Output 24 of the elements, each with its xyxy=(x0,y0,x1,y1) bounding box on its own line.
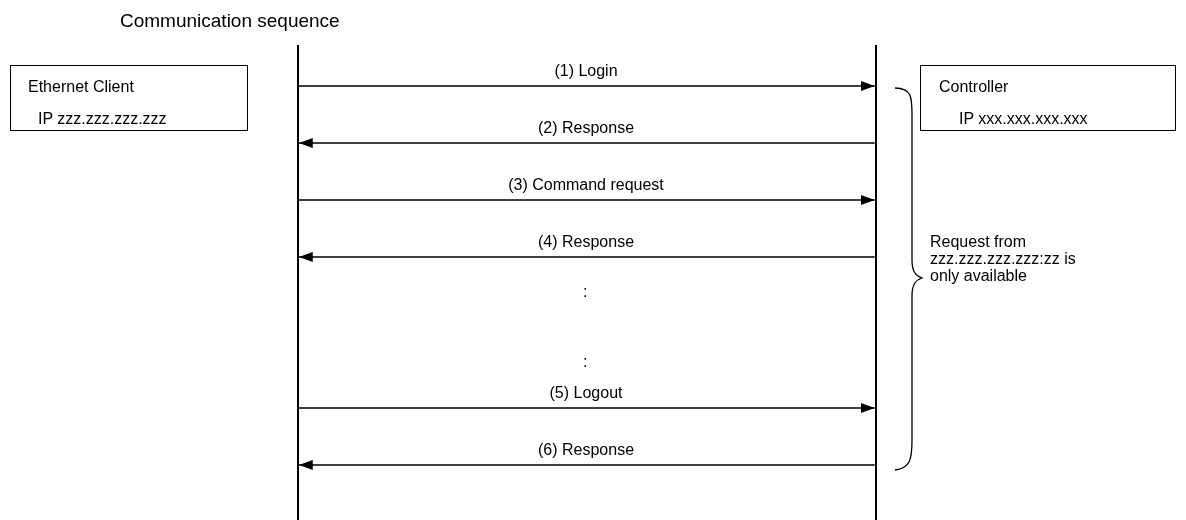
lifeline xyxy=(875,45,877,520)
message-arrow xyxy=(298,195,876,205)
edge-label: (2) Response xyxy=(536,119,636,137)
lifeline xyxy=(297,45,299,520)
ellipsis-mark: : xyxy=(583,353,588,371)
ellipsis-mark: : xyxy=(583,283,588,301)
message-arrow xyxy=(298,138,876,148)
participant-box xyxy=(920,65,1176,131)
message-arrow xyxy=(298,81,876,91)
edge-label: (6) Response xyxy=(536,441,636,459)
participant-name: Ethernet Client xyxy=(28,78,134,96)
diagram-title: Communication sequence xyxy=(120,10,340,32)
message-arrow xyxy=(298,252,876,262)
participant-box xyxy=(10,65,248,131)
edge-label: (4) Response xyxy=(536,233,636,251)
message-arrow xyxy=(298,403,876,413)
ip-address: IP xxx.xxx.xxx.xxx xyxy=(959,110,1088,128)
edge-label: (3) Command request xyxy=(506,176,666,194)
note-text: Request from zzz.zzz.zzz.zzz:zz is only available xyxy=(930,233,1077,284)
edge-label: (5) Logout xyxy=(547,384,625,402)
edge-label: (1) Login xyxy=(552,62,620,80)
message-arrow xyxy=(298,460,876,470)
ip-address: IP zzz.zzz.zzz.zzz xyxy=(38,110,167,128)
participant-name: Controller xyxy=(939,78,1009,96)
